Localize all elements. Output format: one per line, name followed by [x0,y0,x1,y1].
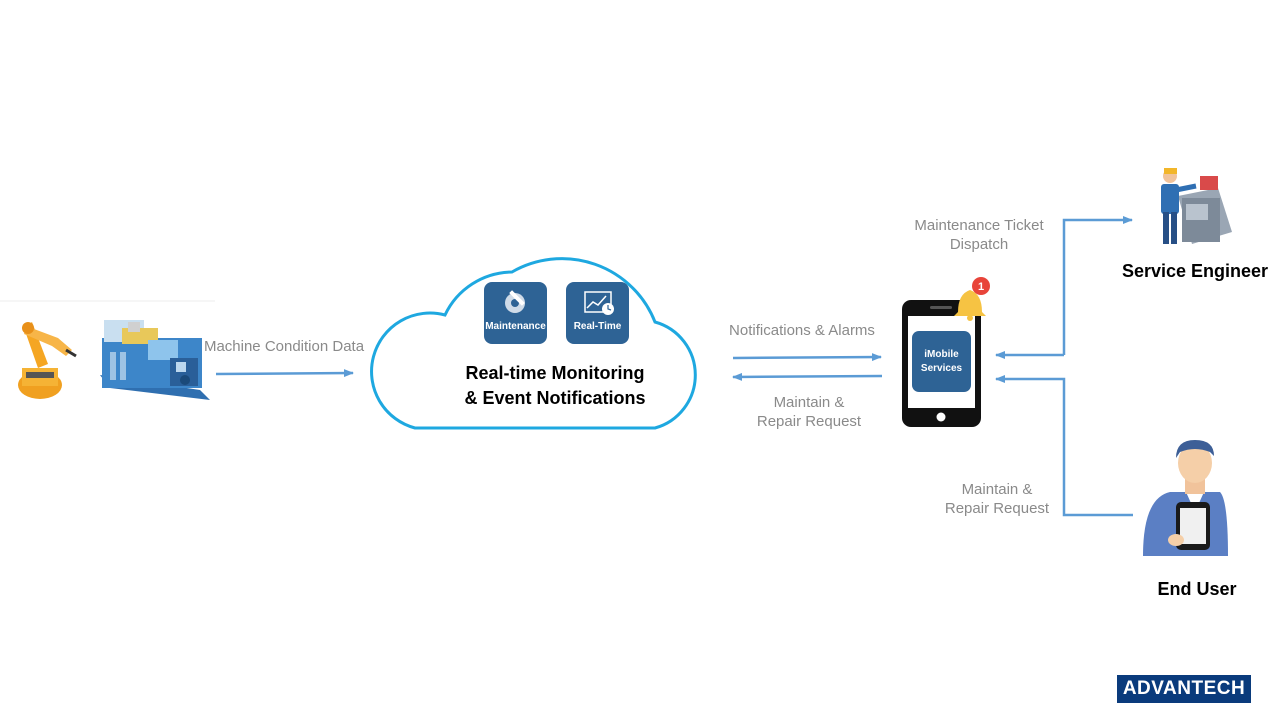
dispatch-label-line2: Dispatch [950,236,1008,253]
realtime-tile: Real-Time [566,282,629,344]
repair-request-label-line2: Repair Request [757,413,862,430]
enduser-request-connector [995,375,1133,517]
advantech-logo: ADVANTECH [1117,675,1251,703]
notifications-arrow [732,353,882,362]
maintenance-tile-label: Maintenance [485,321,546,332]
badge-count: 1 [978,281,984,293]
repair-request-label-line1: Maintain & [774,394,845,411]
end-user-title: End User [1157,579,1236,599]
notifications-label: Notifications & Alarms [729,322,875,339]
repair-request-arrow [732,372,883,381]
smartphone-icon: iMobile Services [902,300,981,427]
app-label-line2: Services [921,363,963,374]
cloud-title-line1: Real-time Monitoring [466,363,645,383]
dispatch-connector [1062,216,1133,355]
end-user-icon [1143,440,1228,556]
service-engineer-icon [1161,168,1232,244]
realtime-tile-label: Real-Time [574,321,622,332]
notification-badge: 1 [972,277,990,295]
maintenance-tile: Maintenance [484,282,547,344]
bell-icon [954,290,986,321]
enduser-label-line2: Repair Request [945,500,1050,517]
service-engineer-title: Service Engineer [1122,261,1268,281]
machine-data-arrow [215,369,354,378]
app-label-line1: iMobile [924,349,959,360]
imobile-app-icon [912,331,971,392]
chart-clock-icon [584,291,614,315]
enduser-label-line1: Maintain & [962,481,1033,498]
dispatch-label-line1: Maintenance Ticket [914,217,1044,234]
cloud-title-line2: & Event Notifications [464,388,645,408]
machine-data-label: Machine Condition Data [204,338,365,355]
wrench-gear-icon [505,290,525,313]
injection-machine-icon [100,320,210,400]
robot-arm-icon [18,322,77,399]
